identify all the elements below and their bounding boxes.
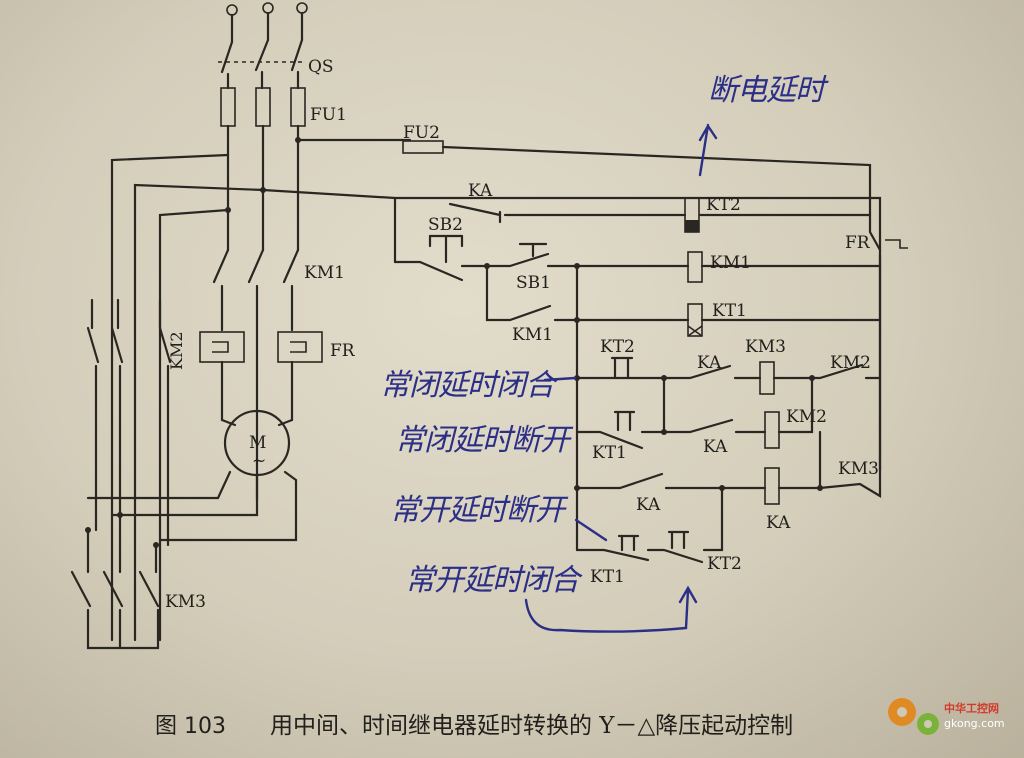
fu1-fuses: FU1	[220, 87, 347, 252]
gkong-watermark: 中华工控网 gkong.com	[888, 698, 1005, 735]
qs-label: QS	[308, 57, 334, 77]
watermark-site: 中华工控网	[944, 701, 999, 715]
ka-r3-label: KA	[697, 353, 722, 373]
fr-aux-label: FR	[845, 233, 871, 253]
caption-number: 图 103	[155, 714, 226, 739]
motor-sub-label: ~	[252, 451, 266, 471]
km3-main-label: KM3	[165, 592, 206, 612]
km1-coil	[687, 251, 703, 283]
kt2-contact-label: KT2	[600, 337, 635, 357]
motor-label: M	[249, 433, 266, 453]
km2-main-contacts: KM2	[86, 298, 186, 547]
kt1-r6-label: KT1	[590, 567, 625, 587]
km3-coil-label: KM3	[745, 337, 786, 357]
qs-switch: QS	[218, 38, 334, 90]
fu2-label: FU2	[403, 123, 440, 143]
km1-main-contacts: KM1	[212, 248, 345, 502]
annotation-note-3: 常开延时断开	[390, 493, 569, 528]
kt2-coil-label: KT2	[706, 195, 741, 215]
km1-main-label: KM1	[304, 263, 345, 283]
fr-main-label: FR	[330, 341, 356, 361]
kt1-r4-label: KT1	[592, 443, 627, 463]
ka-r4-label: KA	[703, 437, 728, 457]
sb1-button: SB1	[508, 242, 551, 293]
kt1-coil-label: KT1	[712, 301, 747, 321]
watermark-url: gkong.com	[944, 717, 1005, 730]
km3-r5-label: KM3	[838, 459, 879, 479]
sb2-button: SB2	[393, 215, 464, 282]
ka-top-contact	[448, 202, 502, 217]
ka-r5-label: KA	[636, 495, 661, 515]
sb2-label: SB2	[428, 215, 463, 235]
km2-main-label: KM2	[167, 331, 186, 370]
annotation-note-2: 常闭延时断开	[395, 423, 574, 458]
ka-coil-label: KA	[766, 513, 791, 533]
sb1-label: SB1	[516, 273, 551, 293]
km2-coil	[764, 411, 780, 449]
fr-thermal-relay: FR	[199, 331, 356, 422]
ka-top-label: KA	[468, 181, 493, 201]
annotation-note-1: 常闭延时闭合	[380, 368, 558, 403]
km2-r3-label: KM2	[830, 353, 871, 373]
motor: M ~	[86, 409, 298, 542]
annotation-note-4: 常开延时闭合	[405, 563, 583, 598]
km2-coil-label: KM2	[786, 407, 827, 427]
km3-coil	[759, 361, 775, 395]
kt1-coil	[687, 303, 703, 337]
km3-main-contacts: KM3	[70, 513, 206, 650]
fu1-label: FU1	[310, 105, 347, 125]
ka-coil	[764, 467, 780, 505]
km1-aux-label: KM1	[512, 325, 553, 345]
supply-terminals	[226, 2, 308, 44]
caption-text: 用中间、时间继电器延时转换的 Y－△降压起动控制	[270, 713, 793, 739]
kt2-r6-label: KT2	[707, 554, 742, 574]
km1-coil-label: KM1	[710, 253, 751, 273]
annotation-top-note: 断电延时	[708, 73, 829, 108]
handwritten-annotations: 断电延时 常闭延时闭合 常闭延时断开 常开延时断开 常开延时闭合	[380, 73, 830, 633]
